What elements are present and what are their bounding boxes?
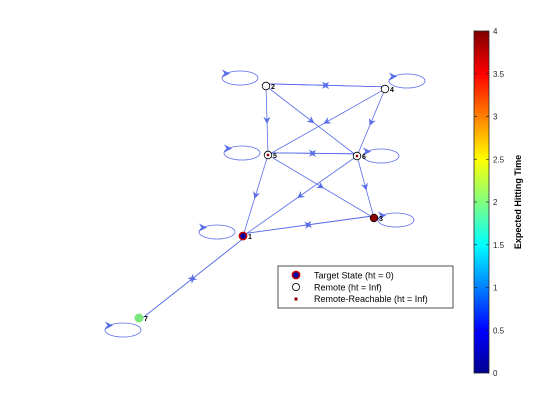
colorbar-tick-label: 1.5 xyxy=(493,241,505,250)
self-loop-arrow-5 xyxy=(224,144,232,153)
self-loop-7 xyxy=(104,322,142,338)
self-loop-arrow-4 xyxy=(389,72,397,81)
colorbar-tick-label: 2.5 xyxy=(493,155,505,164)
graph-nodes: 1 2 3 4 5 6 7 xyxy=(134,81,394,323)
node-4 xyxy=(380,84,390,94)
legend-remote-marker xyxy=(291,282,300,291)
edge-6-to-5 xyxy=(268,149,358,157)
self-loop-arrow-6 xyxy=(363,147,371,156)
node-4-label: 4 xyxy=(390,87,394,94)
node-5-label: 5 xyxy=(273,153,277,160)
colorbar-tick-label: 0 xyxy=(493,369,498,378)
edge-5-to-1 xyxy=(242,154,269,237)
legend-target-label: Target State (ht = 0) xyxy=(314,271,394,281)
colorbar-tick-label: 2 xyxy=(493,198,498,207)
node-3-reachable-marker xyxy=(371,215,377,221)
colorbar-tick-label: 3.5 xyxy=(493,70,505,79)
self-loop-arrow-1 xyxy=(199,223,207,232)
node-1 xyxy=(238,231,248,241)
edge-2-to-5 xyxy=(263,85,271,156)
colorbar-label: Expected Hitting Time xyxy=(513,155,523,249)
node-2-label: 2 xyxy=(271,84,275,91)
colorbar-tick-label: 1 xyxy=(493,284,498,293)
node-6-label: 6 xyxy=(362,154,366,161)
edge-2-to-6 xyxy=(265,85,358,157)
node-3-label: 3 xyxy=(379,216,383,223)
self-loop-arrow-3 xyxy=(378,211,386,220)
graph-self-loops xyxy=(104,69,426,338)
self-loop-5 xyxy=(223,145,261,161)
legend-reachable-label: Remote-Reachable (ht = Inf) xyxy=(314,294,428,304)
legend-reachable-marker xyxy=(294,297,298,301)
node-5-reachable-marker xyxy=(266,153,270,157)
colorbar-tick-label: 4 xyxy=(493,27,498,36)
legend-remote-label: Remote (ht = Inf) xyxy=(314,283,382,293)
edge-4-to-2 xyxy=(266,81,386,89)
node-7-label: 7 xyxy=(144,316,148,323)
self-loop-1 xyxy=(198,224,236,240)
node-2 xyxy=(261,81,271,91)
edge-6-to-3 xyxy=(356,155,375,219)
node-1-label: 1 xyxy=(248,234,252,241)
edge-4-to-6 xyxy=(356,88,386,157)
self-loop-2 xyxy=(221,70,259,86)
self-loop-arrow-2 xyxy=(222,69,230,78)
legend: Target State (ht = 0) Remote (ht = Inf) … xyxy=(277,265,454,309)
self-loop-4 xyxy=(388,73,426,89)
edge-4-to-5 xyxy=(267,88,386,156)
edge-3-to-1 xyxy=(242,215,374,235)
colorbar-tick-label: 0.5 xyxy=(493,326,505,335)
edge-6-to-1 xyxy=(242,155,358,237)
self-loop-3 xyxy=(377,212,415,228)
edge-7-to-1 xyxy=(140,237,245,321)
self-loop-arrow-7 xyxy=(105,321,113,330)
legend-target-marker xyxy=(291,270,301,280)
self-loop-6 xyxy=(362,148,400,164)
node-7 xyxy=(134,313,144,323)
colorbar-tick-label: 3 xyxy=(493,113,498,122)
colorbar-ticks: 0 0.5 1 1.5 2 2.5 3 3.5 4 xyxy=(474,27,505,378)
node-6-reachable-marker xyxy=(355,154,359,158)
colorbar: 0 0.5 1 1.5 2 2.5 3 3.5 4 Expected Hitting Time xyxy=(473,27,523,378)
graph-edges xyxy=(140,81,386,321)
edge-5-to-3 xyxy=(267,154,375,219)
